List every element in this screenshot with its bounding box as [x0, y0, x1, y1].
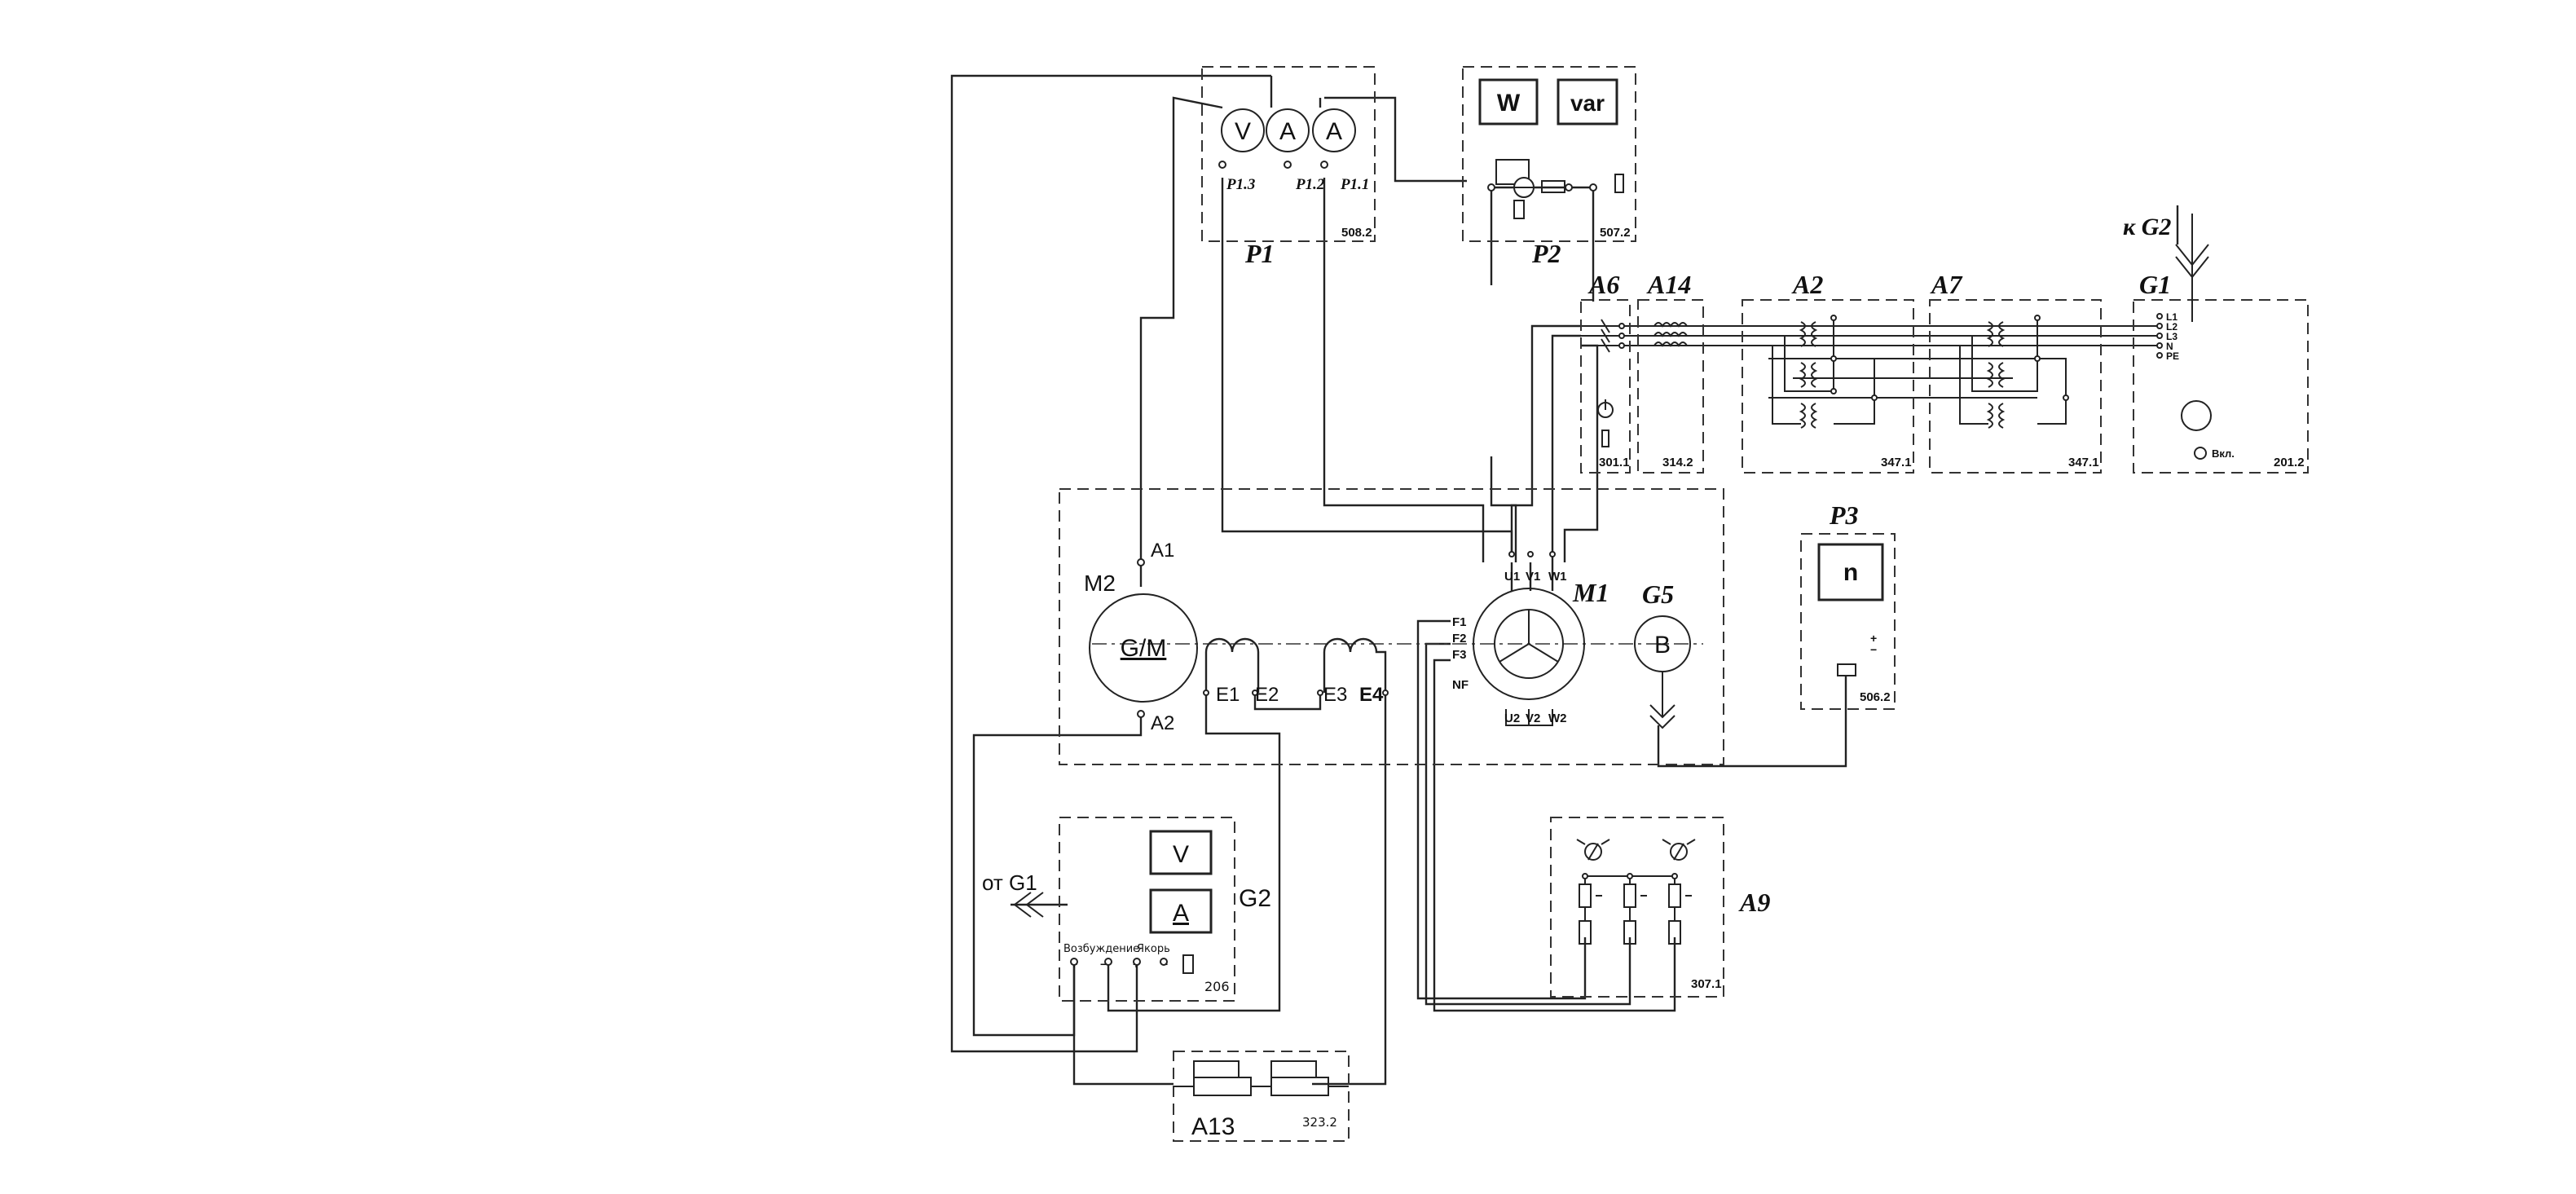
machine-symbol: B	[1654, 632, 1671, 659]
unit-A14: A14 314.2	[1637, 270, 1704, 474]
svg-text:NF: NF	[1452, 678, 1469, 692]
feed-label: к G2	[2123, 214, 2171, 240]
unit-code: 507.2	[1600, 226, 1631, 240]
unit-label: P3	[1829, 500, 1859, 530]
svg-text:−: −	[1870, 643, 1877, 656]
caption-excitation: Возбуждение	[1063, 943, 1139, 955]
machine-symbol: G/M	[1121, 635, 1167, 662]
light-icon	[1662, 839, 1696, 861]
svg-text:V: V	[1235, 118, 1251, 145]
svg-text:W2: W2	[1548, 712, 1567, 725]
rotary-switch-icon	[2181, 400, 2212, 431]
machine-label: M2	[1084, 571, 1116, 596]
transformer-icon	[1799, 321, 1818, 429]
machine-label: G5	[1642, 579, 1674, 609]
voltmeter-label: V	[1173, 841, 1189, 868]
machine-M2: M2 G/M A1 A2 E1 E2 E3 E4	[1084, 540, 1389, 734]
unit-label: G2	[1239, 885, 1271, 912]
svg-text:E1: E1	[1216, 684, 1240, 706]
unit-code: 314.2	[1662, 456, 1693, 469]
unit-label: A7	[1930, 270, 1963, 299]
svg-text:U1: U1	[1504, 570, 1520, 584]
svg-text:A: A	[1326, 118, 1342, 145]
unit-A13: A13 323.2	[1173, 1051, 1350, 1142]
unit-label: P2	[1531, 239, 1561, 268]
unit-label: A14	[1646, 270, 1691, 299]
svg-text:+: +	[1870, 632, 1877, 645]
knob-icon	[1597, 399, 1614, 418]
ammeter-label: A	[1173, 900, 1189, 927]
unit-A9: A9	[1550, 817, 1770, 998]
terminal-label: P1.1	[1340, 176, 1369, 193]
feed-in-arrow-icon	[1013, 892, 1044, 918]
unit-code: 201.2	[2274, 456, 2305, 469]
machine-label: M1	[1572, 578, 1609, 607]
caption-armature: Якорь	[1137, 943, 1170, 955]
ammeter-icon: A	[1312, 108, 1356, 152]
unit-label: A9	[1738, 888, 1770, 917]
unit-label: A2	[1791, 270, 1823, 299]
unit-label: P1	[1244, 239, 1275, 268]
svg-text:−: −	[1100, 958, 1107, 971]
terminal-label: A2	[1151, 712, 1174, 734]
machine-group: M2 G/M A1 A2 E1 E2 E3 E4 M1	[1059, 488, 1724, 765]
varmeter-label: var	[1570, 90, 1605, 116]
svg-text:V2: V2	[1526, 712, 1540, 725]
unit-code: 307.1	[1691, 977, 1722, 991]
unit-code: 347.1	[1881, 456, 1912, 469]
unit-label: A13	[1191, 1113, 1235, 1140]
unit-label: A6	[1587, 270, 1619, 299]
svg-text:F3: F3	[1452, 648, 1467, 662]
unit-G2: V A G2 Возбуждение Якорь + − + − 206 от …	[982, 817, 1271, 1002]
voltmeter-icon: V	[1221, 108, 1265, 152]
unit-P1: V A A P1.3 P1.2 P1.1 508.2 P1	[1201, 66, 1376, 268]
unit-code: 301.1	[1599, 456, 1630, 469]
light-icon	[1576, 839, 1610, 861]
unit-code: 323.2	[1302, 1115, 1337, 1130]
svg-text:E3: E3	[1323, 684, 1347, 706]
svg-text:L2: L2	[2166, 321, 2177, 333]
svg-text:V1: V1	[1526, 570, 1540, 584]
unit-P2: W var 507.2 P2	[1462, 66, 1636, 268]
unit-P3: P3 n + − 506.2	[1800, 500, 1896, 710]
svg-text:PE: PE	[2166, 350, 2179, 362]
unit-A6: A6 301.1	[1580, 270, 1631, 474]
power-lamp-icon	[2194, 447, 2207, 460]
svg-text:L3: L3	[2166, 331, 2177, 342]
unit-A7: A7 347.1	[1929, 270, 2102, 474]
terminal-strip: L1 L2 L3 N PE	[2156, 311, 2179, 362]
svg-text:L1: L1	[2166, 311, 2177, 323]
svg-text:N: N	[2166, 341, 2173, 352]
unit-code: 347.1	[2068, 456, 2099, 469]
lamp-label: Вкл.	[2212, 447, 2235, 460]
unit-G1: G1 к G2 L1 L2 L3 N PE Вкл. 201.2	[2123, 214, 2309, 474]
feed-label: от G1	[982, 870, 1037, 895]
svg-text:F2: F2	[1452, 632, 1467, 645]
svg-text:A: A	[1279, 118, 1296, 145]
machine-G5: B G5	[1634, 579, 1691, 729]
unit-label: G1	[2139, 270, 2171, 299]
svg-text:F1: F1	[1452, 615, 1467, 629]
feed-arrow-icon	[2175, 214, 2209, 322]
unit-code: 506.2	[1860, 690, 1891, 704]
svg-text:W1: W1	[1548, 570, 1567, 584]
svg-text:E2: E2	[1255, 684, 1279, 706]
unit-code: 508.2	[1341, 226, 1372, 240]
tachometer-label: n	[1843, 559, 1858, 586]
ammeter-icon: A	[1266, 108, 1310, 152]
svg-text:U2: U2	[1504, 712, 1520, 725]
machine-M1: M1 U1 V1 W1 U2 V2 W2 F1 F2 F3 NF	[1452, 551, 1609, 725]
wattmeter-label: W	[1497, 90, 1521, 117]
terminal-label: P1.2	[1295, 176, 1325, 193]
unit-code: 206	[1204, 979, 1230, 994]
transformer-icon	[1986, 321, 2006, 429]
svg-text:E4: E4	[1359, 684, 1384, 706]
unit-A2: A2 347.1	[1742, 270, 1914, 474]
terminal-label: P1.3	[1226, 176, 1255, 193]
wiring	[950, 74, 2179, 1086]
terminal-label: A1	[1151, 540, 1174, 562]
